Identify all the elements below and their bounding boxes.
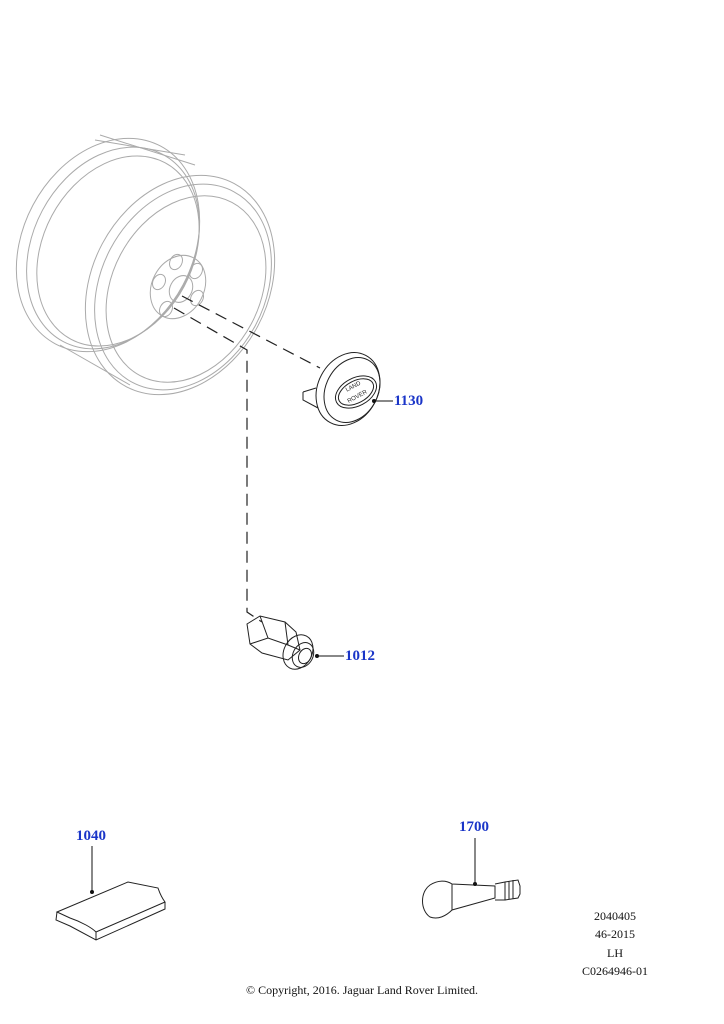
wheel-illustration	[15, 134, 276, 396]
copyright-notice: © Copyright, 2016. Jaguar Land Rover Lim…	[245, 983, 479, 997]
center-cap-illustration: LAND ROVER	[302, 352, 381, 426]
wheel-nut-illustration	[246, 615, 315, 670]
callout-1700[interactable]: 1700	[459, 819, 489, 835]
callout-1130[interactable]: 1130	[394, 393, 424, 409]
meta-line-1: 2040405	[594, 909, 636, 923]
balance-weight-illustration	[55, 881, 166, 941]
tire-valve-illustration	[422, 879, 521, 919]
callout-1012[interactable]: 1012	[345, 648, 375, 664]
meta-line-4: C0264946-01	[582, 964, 648, 978]
meta-line-3: LH	[607, 946, 623, 960]
callout-1040[interactable]: 1040	[76, 828, 106, 844]
assembly-dash-lines	[173, 295, 321, 623]
meta-line-2: 46-2015	[595, 927, 635, 941]
